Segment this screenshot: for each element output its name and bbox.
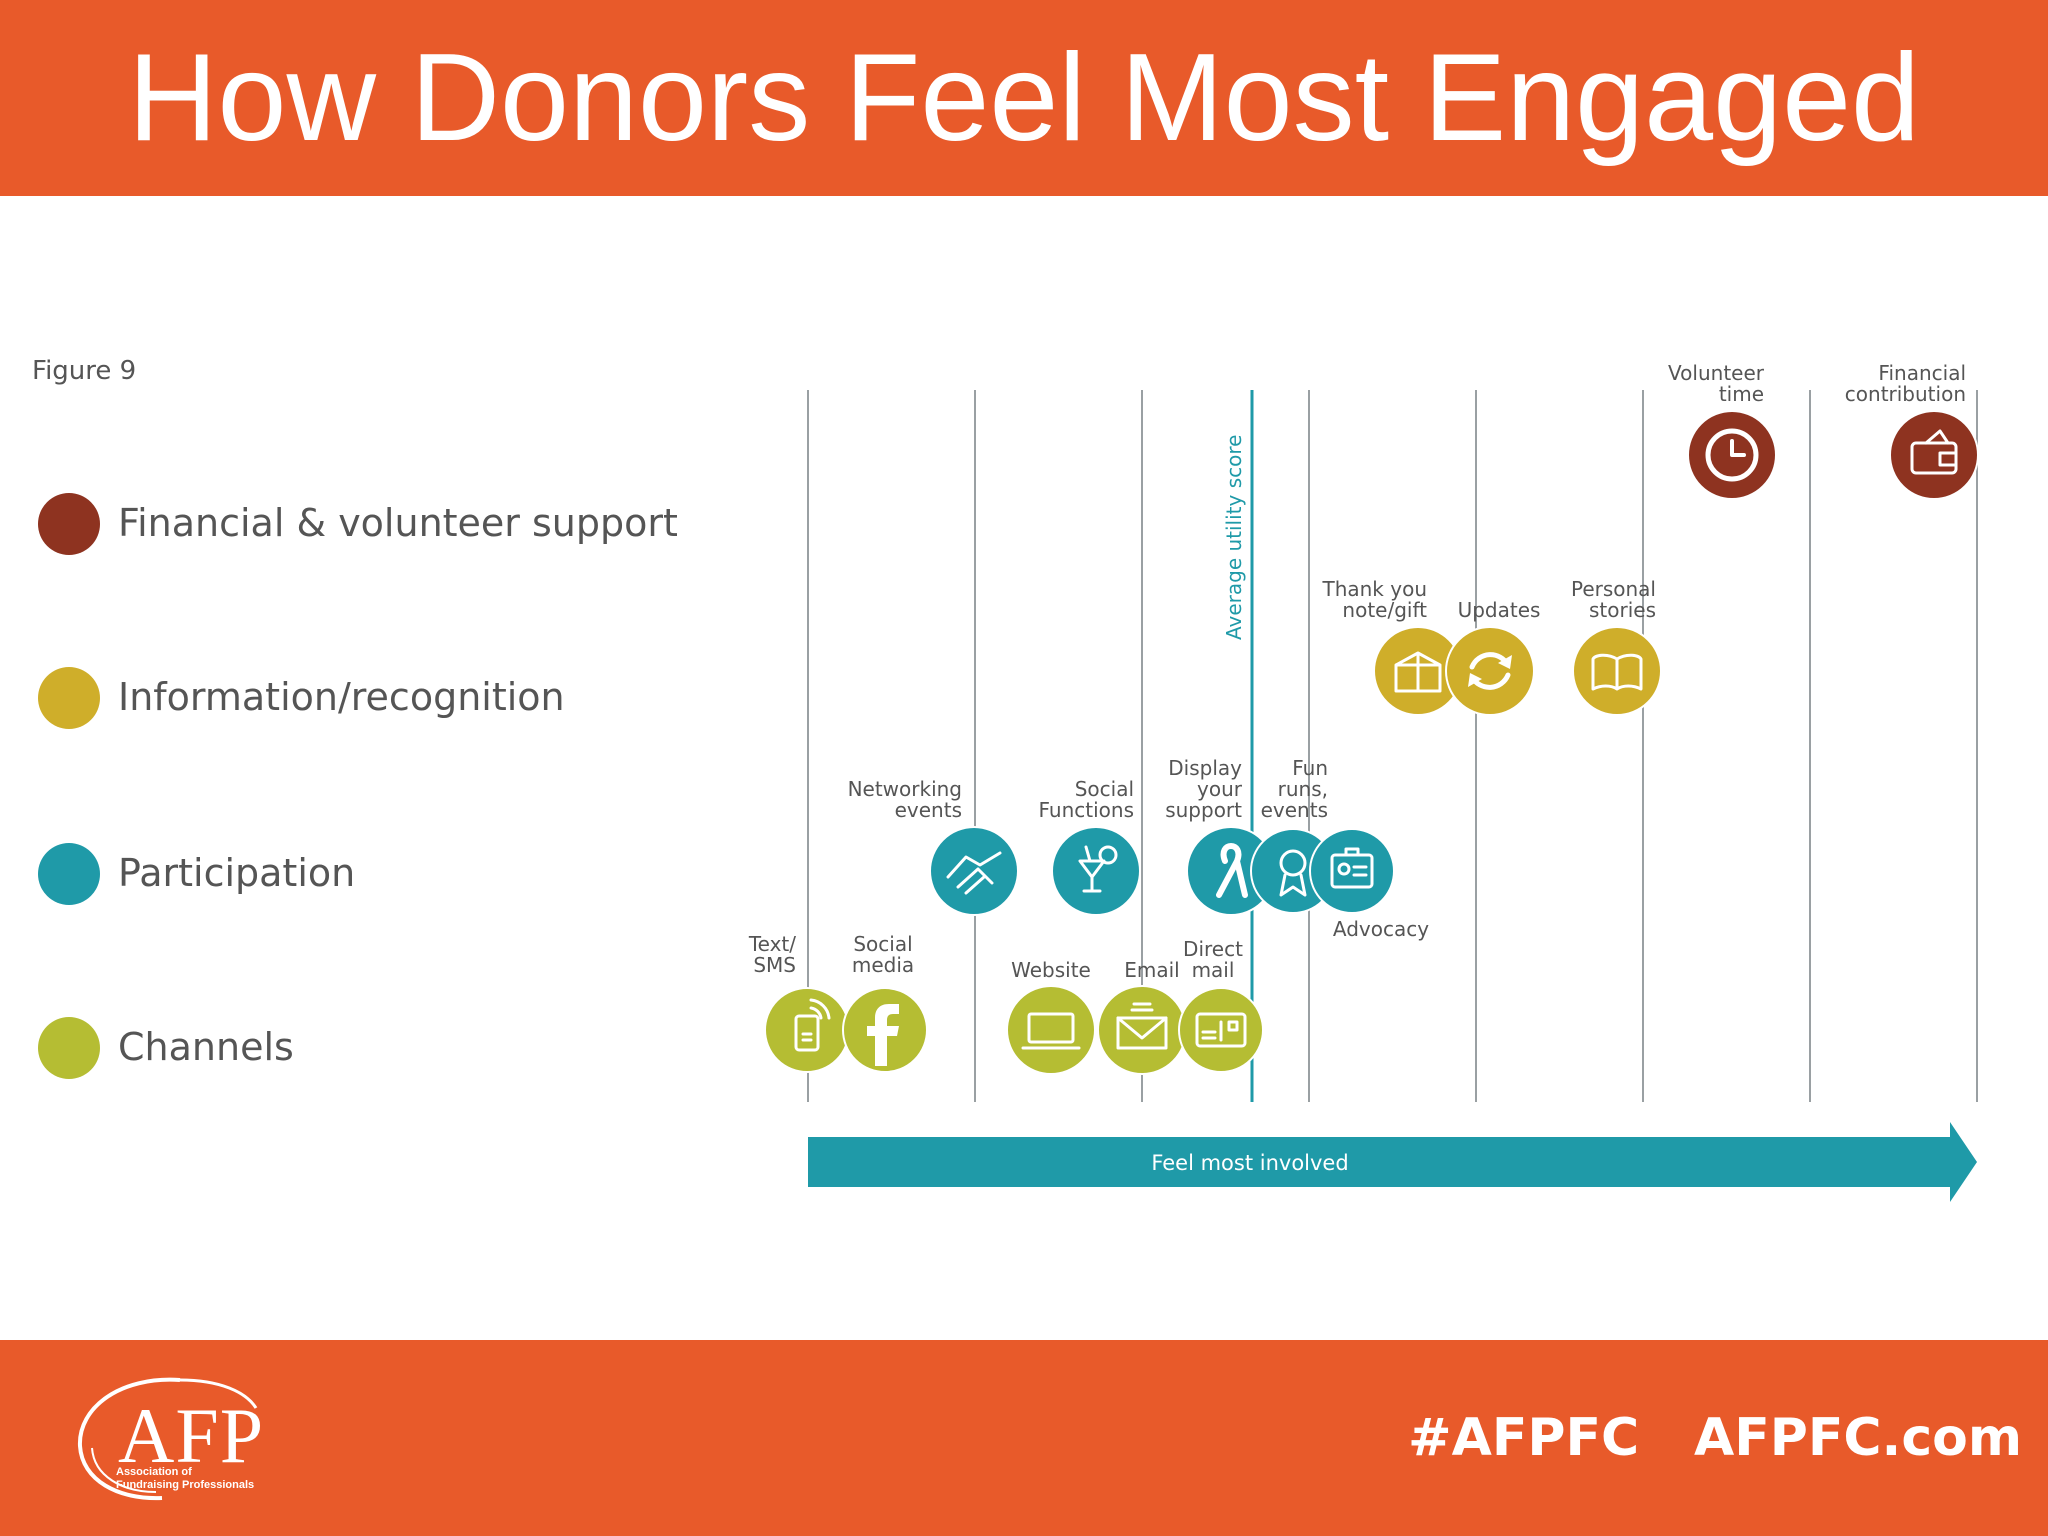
legend-item-information: Information/recognition: [38, 667, 698, 731]
marker-label: Personal: [1571, 577, 1656, 601]
marker-label: events: [1261, 798, 1328, 822]
marker-label: Functions: [1039, 798, 1135, 822]
afp-logo-text: AFP: [118, 1392, 265, 1479]
gift-box-icon: [1394, 651, 1442, 693]
marker-label: Text/: [748, 932, 796, 956]
marker-circle: [1445, 626, 1535, 716]
marker-label: Direct: [1183, 937, 1243, 961]
medal-icon: [1279, 849, 1307, 897]
legend-item-financial: Financial & volunteer support: [38, 493, 698, 557]
legend-dot-participation: [38, 843, 100, 905]
marker-circle: [1309, 828, 1395, 914]
marker-laptop: Website: [1006, 958, 1096, 1075]
legend-label: Information/recognition: [118, 675, 565, 719]
marker-label: Advocacy: [1333, 917, 1429, 941]
grid-lines: [807, 390, 1978, 1102]
refresh-icon: [1468, 652, 1512, 690]
hashtag-text: #AFPFC: [1408, 1408, 1640, 1468]
wallet-icon: [1910, 429, 1958, 475]
laptop-icon: [1021, 1012, 1081, 1050]
marker-label: contribution: [1845, 382, 1966, 406]
marker-label: stories: [1589, 598, 1656, 622]
figure-label: Figure 9: [32, 356, 137, 386]
marker-id-badge: Advocacy: [1309, 828, 1429, 941]
legend-label: Channels: [118, 1025, 294, 1069]
marker-envelope: Email: [1097, 958, 1187, 1075]
average-utility-label: Average utility score: [1222, 435, 1246, 640]
marker-circle: [1889, 410, 1979, 500]
legend-dot-channels: [38, 1017, 100, 1079]
marker-label: Networking: [848, 777, 962, 801]
marker-refresh: Updates: [1445, 598, 1541, 716]
marker-label: mail: [1192, 958, 1235, 982]
marker-label: Updates: [1458, 598, 1541, 622]
marker-label: Website: [1011, 958, 1091, 982]
cocktail-icon: [1078, 845, 1118, 893]
engagement-diagram: Average utility score Text/SMSSocialmedi…: [748, 361, 1979, 1202]
marker-label: runs,: [1278, 777, 1328, 801]
page-title: How Donors Feel Most Engaged: [127, 29, 1920, 167]
marker-label: Thank you: [1321, 577, 1427, 601]
envelope-icon: [1116, 1002, 1168, 1050]
marker-label: support: [1165, 798, 1242, 822]
legend-dot-information: [38, 667, 100, 729]
facebook-icon: [867, 1004, 899, 1066]
marker-label: time: [1719, 382, 1764, 406]
marker-circle: [1097, 985, 1187, 1075]
afp-logo-subtitle: Association of Fundraising Professionals: [116, 1466, 296, 1492]
afp-sub-line: Association of: [116, 1466, 192, 1478]
marker-label: note/gift: [1342, 598, 1427, 622]
marker-circle: [764, 987, 850, 1073]
clock-icon: [1705, 428, 1759, 482]
postcard-icon: [1195, 1012, 1247, 1048]
marker-label: Social: [853, 932, 912, 956]
legend-label: Participation: [118, 851, 356, 895]
legend-label: Financial & volunteer support: [118, 501, 678, 545]
legend-item-participation: Participation: [38, 843, 698, 907]
id-badge-icon: [1330, 847, 1374, 889]
title-banner: [0, 0, 2048, 196]
mobile-phone-icon: [794, 998, 831, 1052]
feel-most-involved-arrow: [808, 1122, 1977, 1202]
marker-label: Financial: [1878, 361, 1966, 385]
arrow-label: Feel most involved: [1151, 1151, 1348, 1175]
ribbon-icon: [1216, 843, 1248, 898]
afp-sub-line: Fundraising Professionals: [116, 1479, 255, 1491]
marker-circle: [1006, 985, 1096, 1075]
footer-banner: [0, 1340, 2048, 1536]
marker-label: Fun: [1292, 756, 1328, 780]
marker-label: events: [895, 798, 962, 822]
marker-label: Display: [1168, 756, 1242, 780]
book-icon: [1591, 653, 1643, 691]
handshake-icon: [946, 851, 1002, 895]
website-link[interactable]: AFPFC.com: [1694, 1408, 2023, 1468]
legend-item-channels: Channels: [38, 1017, 698, 1081]
marker-label: your: [1197, 777, 1243, 801]
marker-label: Social: [1075, 777, 1134, 801]
afp-logo-swoosh: [77, 1377, 258, 1501]
marker-label: Email: [1124, 958, 1180, 982]
legend-dot-financial: [38, 493, 100, 555]
marker-label: SMS: [753, 953, 796, 977]
marker-label: media: [852, 953, 914, 977]
marker-mobile-phone: Text/SMS: [748, 932, 850, 1073]
marker-label: Volunteer: [1668, 361, 1765, 385]
